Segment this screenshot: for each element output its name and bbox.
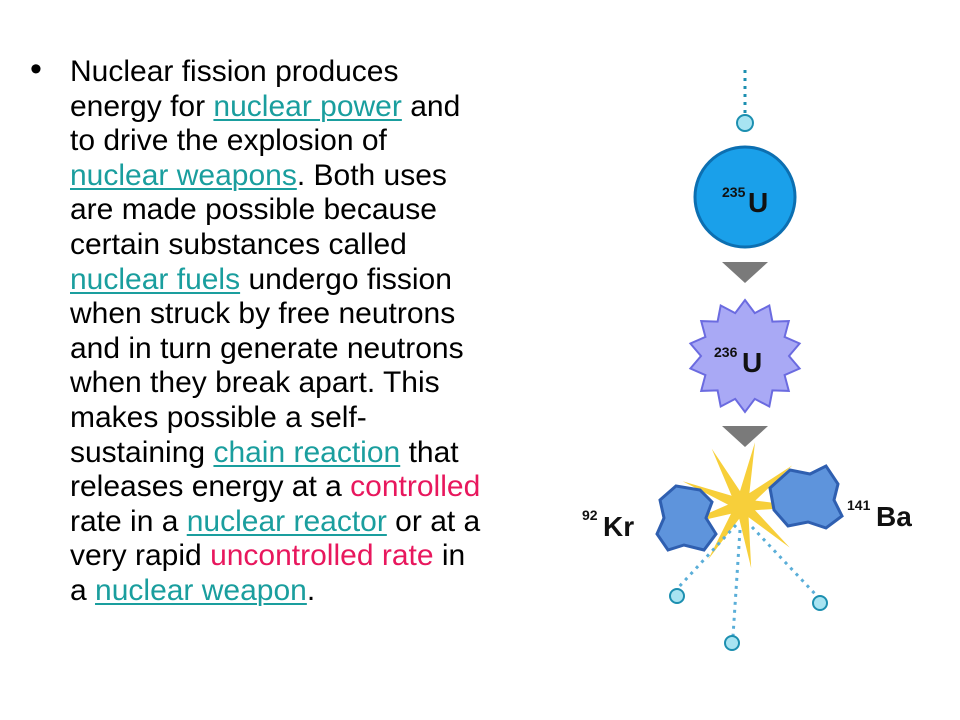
text-line: Nuclear fission produces [70, 55, 600, 90]
text-line: makes possible a self- [70, 401, 600, 436]
text-run: when struck by free neutrons [70, 297, 456, 331]
u236-mass-label: 236 [714, 344, 738, 360]
uranium-236-nucleus [688, 298, 802, 414]
neutron-icon [669, 588, 685, 604]
text-run: makes possible a self- [70, 400, 367, 434]
down-arrow-icon [722, 262, 768, 283]
text-line: a nuclear weapon. [70, 574, 600, 609]
neutron-path [731, 529, 742, 637]
text-run: a [70, 573, 96, 607]
text-line: very rapid uncontrolled rate in [70, 539, 600, 574]
text-line: and in turn generate neutrons [70, 332, 600, 367]
text-line: rate in a nuclear reactor or at a [70, 505, 600, 540]
text-line: are made possible because [70, 193, 600, 228]
text-line: nuclear fuels undergo fission [70, 263, 600, 298]
ba-mass-label: 141 [847, 497, 871, 513]
ba-symbol-label: Ba [876, 501, 912, 532]
u235-symbol-label: U [748, 187, 768, 218]
fission-paragraph: Nuclear fission produces energy for nucl… [70, 55, 600, 609]
text-run: certain substances called [70, 227, 407, 261]
fission-diagram: 235 U 236 U 92 Kr 141 Ba [582, 70, 912, 651]
text-line: nuclear weapons. Both uses [70, 159, 600, 194]
nuclear-fuels-link[interactable]: nuclear fuels [70, 262, 241, 296]
u235-mass-label: 235 [722, 184, 746, 200]
text-line: to drive the explosion of [70, 124, 600, 159]
text-run: when they break apart. This [70, 366, 440, 400]
text-line: when they break apart. This [70, 366, 600, 401]
text-run: and in turn generate neutrons [70, 331, 464, 365]
bullet-marker: • [30, 50, 42, 88]
text-run: are made possible because [70, 193, 437, 227]
fission-burst-icon [681, 442, 806, 569]
kr-symbol-label: Kr [603, 511, 634, 542]
text-run: Nuclear fission produces [70, 55, 399, 88]
text-run: . Both uses [296, 158, 447, 192]
nuclear-power-link[interactable]: nuclear power [213, 89, 402, 123]
down-arrow-icon [722, 426, 768, 447]
kr-mass-label: 92 [582, 507, 598, 523]
text-run: rate in a [70, 504, 187, 538]
text-run: and [401, 89, 461, 123]
text-line: energy for nuclear power and [70, 90, 600, 125]
nuclear-weapons-link[interactable]: nuclear weapons [70, 158, 297, 192]
text-run: to drive the explosion of [70, 124, 387, 158]
nuclear-reactor-link[interactable]: nuclear reactor [186, 504, 387, 538]
krypton-fragment [655, 484, 718, 552]
u236-symbol-label: U [742, 347, 762, 378]
uncontrolled-rate-highlight: uncontrolled rate [210, 539, 434, 573]
neutron-icon [724, 635, 740, 651]
controlled-highlight: controlled [350, 470, 481, 504]
incoming-neutron-icon [736, 114, 754, 132]
nuclear-weapon-link[interactable]: nuclear weapon [95, 573, 307, 607]
neutron-path [750, 525, 819, 598]
text-run: very rapid [70, 539, 211, 573]
uranium-235-nucleus [693, 145, 797, 249]
text-run: energy for [70, 89, 214, 123]
text-run: releases energy at a [70, 470, 351, 504]
text-run: that [400, 435, 459, 469]
neutron-icon [812, 595, 828, 611]
text-run: or at a [386, 504, 481, 538]
barium-fragment [768, 464, 844, 530]
text-run: undergo fission [240, 262, 452, 296]
text-line: certain substances called [70, 228, 600, 263]
text-line: sustaining chain reaction that [70, 436, 600, 471]
text-run: sustaining [70, 435, 214, 469]
text-run: in [433, 539, 466, 573]
text-line: releases energy at a controlled [70, 470, 600, 505]
text-line: when struck by free neutrons [70, 297, 600, 332]
neutron-path [675, 523, 738, 591]
chain-reaction-link[interactable]: chain reaction [213, 435, 401, 469]
text-run: . [306, 573, 316, 607]
